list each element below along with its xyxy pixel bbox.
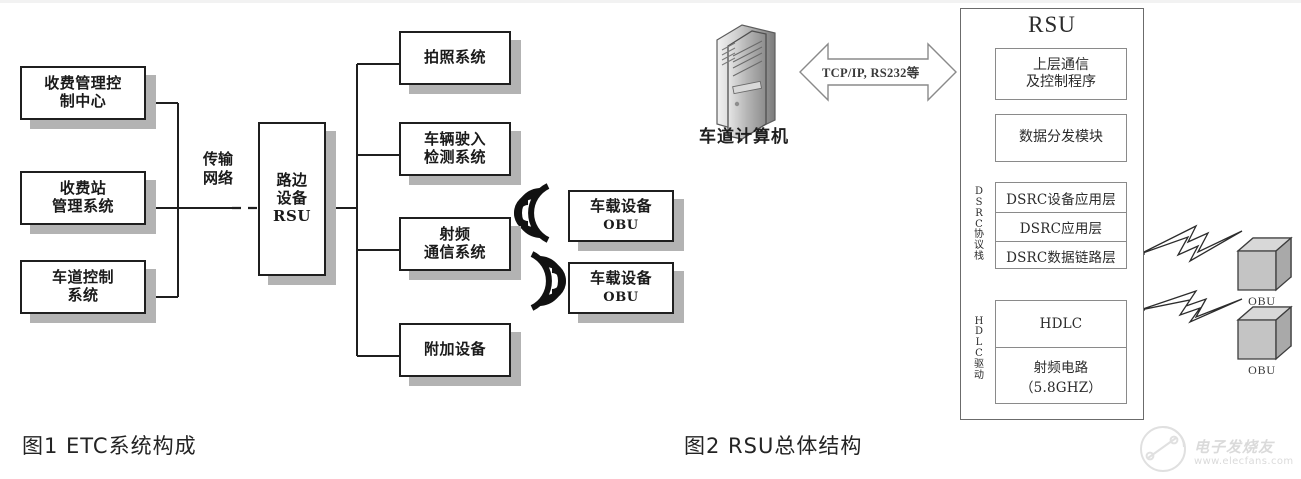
obu-cube-upper bbox=[1236, 236, 1293, 292]
node-line: 射频 bbox=[439, 225, 471, 244]
node-line: 设备 bbox=[276, 189, 308, 208]
watermark-logo-icon bbox=[1140, 426, 1186, 472]
rf-circuit-block[interactable]: 射频电路 （5.8GHZ） bbox=[996, 347, 1126, 404]
node-line: 车载设备 bbox=[589, 197, 652, 216]
watermark-url: www.elecfans.com bbox=[1194, 456, 1294, 467]
node-onboard-unit-obu-1[interactable]: 车载设备 OBU bbox=[568, 190, 674, 242]
node-line: 通信系统 bbox=[423, 243, 486, 261]
module-line: 及控制程序 bbox=[1026, 74, 1096, 90]
node-lane-control-system[interactable]: 车道控制 系统 bbox=[20, 260, 146, 314]
obu-cube-label-upper: OBU bbox=[1248, 294, 1276, 308]
obu-cube-label-lower: OBU bbox=[1248, 363, 1276, 377]
node-line: 车载设备 bbox=[589, 269, 652, 288]
node-line: 拍照系统 bbox=[423, 48, 486, 67]
dsrc-layer-application[interactable]: DSRC应用层 bbox=[996, 212, 1126, 241]
node-vehicle-entry-detection-system[interactable]: 车辆驶入 检测系统 bbox=[399, 122, 511, 176]
hdlc-block[interactable]: HDLC bbox=[1039, 316, 1083, 332]
node-toll-station-management-system[interactable]: 收费站 管理系统 bbox=[20, 171, 146, 225]
module-line: （5.8GHZ） bbox=[1019, 380, 1102, 396]
hdlc-group: HDLC 射频电路 （5.8GHZ） bbox=[995, 300, 1127, 404]
node-line: 车道控制 bbox=[51, 268, 114, 287]
fig1-rsu-to-branch-bus bbox=[326, 63, 399, 357]
fig1-wireless-waves-lower bbox=[530, 251, 566, 311]
dsrc-layer-device-application[interactable]: DSRC设备应用层 bbox=[1006, 191, 1116, 208]
node-line: OBU bbox=[603, 290, 639, 305]
node-onboard-unit-obu-2[interactable]: 车载设备 OBU bbox=[568, 262, 674, 314]
rsu-to-obu-lightning-lower bbox=[1139, 289, 1243, 324]
node-line: 系统 bbox=[67, 286, 99, 304]
node-line: OBU bbox=[603, 218, 639, 233]
top-divider bbox=[0, 0, 1301, 3]
node-additional-equipment[interactable]: 附加设备 bbox=[399, 323, 511, 377]
lane-computer-icon bbox=[716, 24, 776, 140]
node-photo-capture-system[interactable]: 拍照系统 bbox=[399, 31, 511, 85]
hdlc-driver-side-label: HDLC驱动 bbox=[974, 315, 984, 381]
module-upper-communication-control-program[interactable]: 上层通信 及控制程序 bbox=[995, 48, 1127, 100]
label-line: 传输 bbox=[202, 150, 233, 168]
node-rf-communication-system[interactable]: 射频 通信系统 bbox=[399, 217, 511, 271]
node-roadside-equipment-rsu[interactable]: 路边 设备 RSU bbox=[258, 122, 326, 276]
dsrc-protocol-stack-group: DSRC设备应用层 DSRC应用层 DSRC数据链路层 bbox=[995, 182, 1127, 269]
tcp-link-double-arrow bbox=[799, 42, 957, 102]
figure2-caption: 图2 RSU总体结构 bbox=[684, 434, 863, 458]
lane-computer-label: 车道计算机 bbox=[699, 127, 789, 147]
label-line: 网络 bbox=[202, 168, 233, 187]
node-line: 收费站 bbox=[59, 179, 107, 198]
module-line: 射频电路 bbox=[1033, 360, 1089, 376]
dsrc-protocol-stack-side-label: DSRC协议栈 bbox=[974, 186, 984, 262]
node-line: 检测系统 bbox=[423, 148, 486, 166]
transmission-network-label: 传输 网络 bbox=[186, 150, 250, 188]
figure1-caption: 图1 ETC系统构成 bbox=[22, 434, 197, 458]
tcp-link-label: TCP/IP, RS232等 bbox=[822, 66, 920, 80]
node-line: RSU bbox=[273, 206, 311, 225]
fig1-wireless-waves-upper bbox=[514, 183, 550, 243]
node-line: 管理系统 bbox=[51, 197, 114, 215]
module-data-distribution[interactable]: 数据分发模块 bbox=[995, 114, 1127, 162]
rsu-title: RSU bbox=[1028, 12, 1076, 37]
module-line: 数据分发模块 bbox=[1019, 129, 1103, 146]
node-line: 收费管理控 bbox=[44, 74, 122, 93]
obu-cube-lower bbox=[1236, 305, 1293, 361]
node-line: 附加设备 bbox=[423, 340, 486, 359]
node-line: 制中心 bbox=[59, 92, 107, 110]
node-line: 车辆驶入 bbox=[423, 130, 486, 149]
dsrc-layer-data-link[interactable]: DSRC数据链路层 bbox=[996, 241, 1126, 269]
node-toll-management-control-center[interactable]: 收费管理控 制中心 bbox=[20, 66, 146, 120]
watermark-brand: 电子发烧友 bbox=[1194, 438, 1275, 456]
module-line: 上层通信 bbox=[1033, 56, 1089, 73]
node-line: 路边 bbox=[276, 171, 308, 190]
rsu-to-obu-lightning-upper bbox=[1139, 224, 1243, 263]
